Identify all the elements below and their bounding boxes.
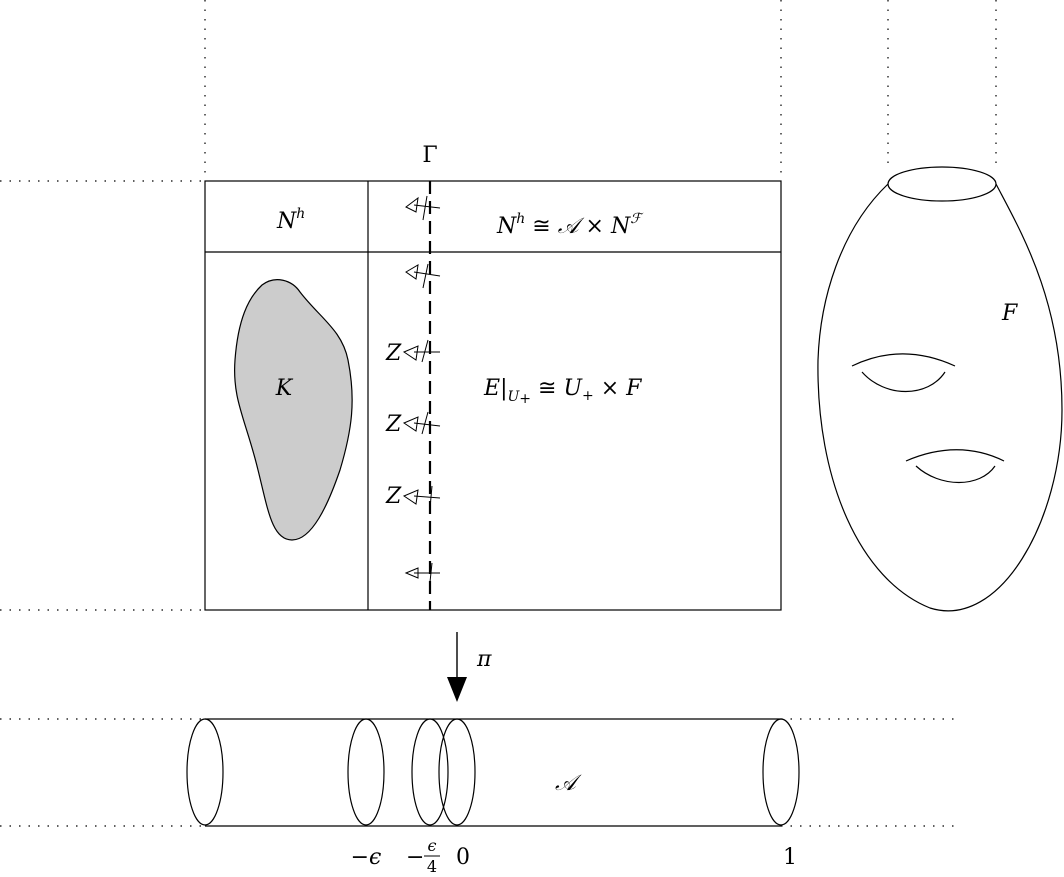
vector-field-markers [402,195,441,583]
tick-minus-epsilon: −ϵ [351,845,382,870]
rectangle-outline [204,180,782,611]
Z-label-1: Z [385,341,402,366]
vector-marker [402,339,440,363]
surface-top-boundary [887,166,997,202]
cylinder-A [186,718,800,827]
tick-zero: 0 [456,845,470,870]
K-region [233,279,353,541]
Z-label-2: Z [385,412,402,437]
Z-label-3: Z [385,484,402,509]
tick-minus-epsilon-over-4: − ϵ 4 [406,836,440,876]
slice-minus-epsilon [347,718,385,826]
slice-zero [438,718,476,826]
A-label: 𝒜 [555,771,582,796]
fiber-rectangle [204,180,782,611]
cylinder-left-end [186,718,224,826]
Nh-iso-label: Nh ≅ 𝒜 × Nℱ [496,211,644,239]
svg-text:ϵ: ϵ [428,836,437,855]
svg-text:4: 4 [427,857,437,876]
gamma-label: Γ [422,143,437,168]
tick-one: 1 [783,845,797,870]
Nh-label: Nh [276,206,305,234]
vector-marker [405,195,441,221]
handle [851,353,956,392]
pi-label: π [476,647,492,672]
surface-F [817,166,1063,612]
vector-marker [402,485,441,509]
handle [905,449,1005,484]
vector-marker [402,411,441,435]
vector-marker [404,562,440,583]
svg-text:−: − [406,845,424,870]
E-iso-label: E|U+ ≅ U+ × F [483,376,642,407]
F-label: F [1001,301,1018,326]
cylinder-right-end [762,718,800,826]
dotted-guides [0,0,997,827]
projection-arrow [447,632,467,702]
surface-outline [817,183,1063,612]
K-label: K [275,376,294,401]
slice-minus-epsilon-over-4 [411,718,449,826]
vector-marker [405,263,441,289]
